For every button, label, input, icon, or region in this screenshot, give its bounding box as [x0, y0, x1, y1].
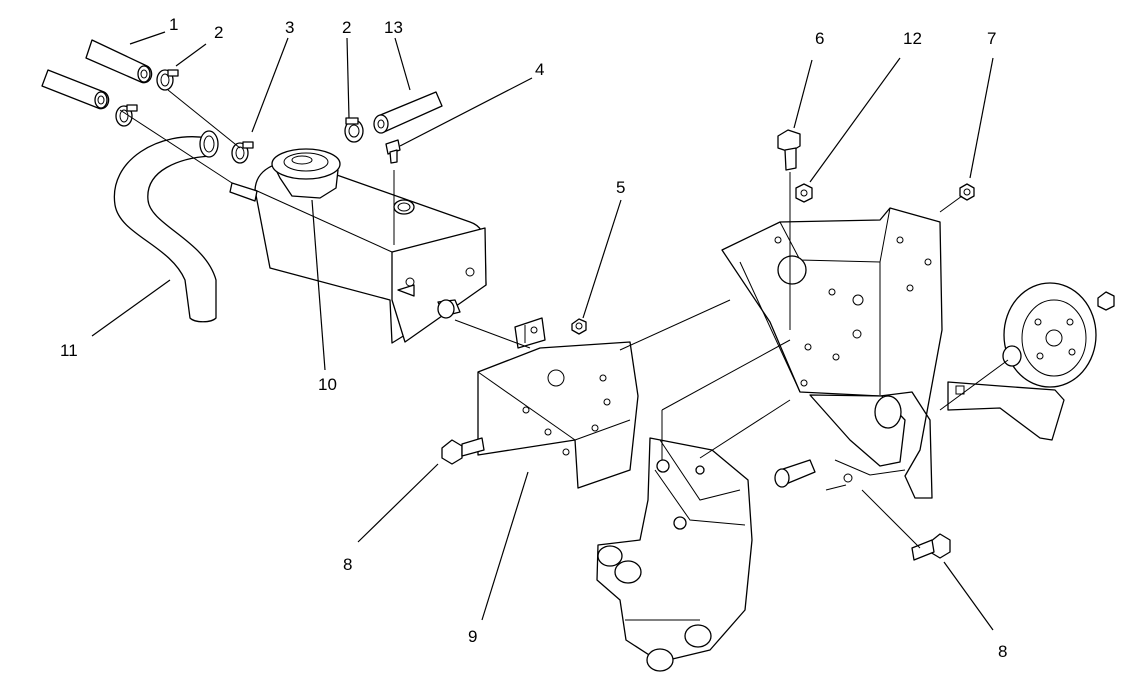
callout-12: 12	[903, 29, 922, 48]
tank-bolt-4	[385, 139, 415, 245]
callout-10: 10	[318, 375, 337, 394]
carriage-bolt	[774, 459, 816, 488]
nut-7	[959, 183, 975, 201]
nut-12	[795, 183, 813, 203]
hose-pair-upper	[41, 39, 153, 110]
callout-6: 6	[815, 29, 824, 48]
bolt-6	[777, 129, 801, 330]
callout-4: 4	[535, 60, 544, 79]
callout-labels: 1 2 3 2 13 4 5 6 12 7 11 10 8 9 8	[60, 15, 1007, 661]
callout-8-right: 8	[998, 642, 1007, 661]
callout-2-left: 2	[214, 23, 223, 42]
callout-8-left: 8	[343, 555, 352, 574]
callout-11: 11	[60, 341, 78, 360]
callout-2-right: 2	[342, 18, 351, 37]
idler-pulley	[1002, 282, 1115, 388]
curved-radiator-hose	[113, 130, 219, 323]
nut-5	[571, 318, 587, 335]
mounting-bracket-9	[477, 317, 639, 489]
hose-clamp-left	[115, 69, 179, 127]
leader-lines	[91, 31, 994, 631]
callout-9: 9	[468, 627, 477, 646]
callout-1: 1	[169, 15, 178, 34]
hose-13	[373, 91, 443, 134]
idler-arm	[947, 381, 1065, 441]
callout-5: 5	[616, 178, 625, 197]
callout-3: 3	[285, 18, 294, 37]
engine-plate-bracket	[721, 207, 943, 499]
hose-clamp-right	[344, 117, 364, 143]
coolant-reservoir	[229, 148, 487, 344]
assembly-lines	[119, 89, 1009, 549]
hose-clamp-3	[231, 141, 254, 164]
callout-13: 13	[384, 18, 403, 37]
callout-7: 7	[987, 29, 996, 48]
bolt-8-right	[911, 533, 951, 561]
bolt-8-left	[441, 437, 485, 465]
engine-mount-casting	[596, 437, 753, 672]
